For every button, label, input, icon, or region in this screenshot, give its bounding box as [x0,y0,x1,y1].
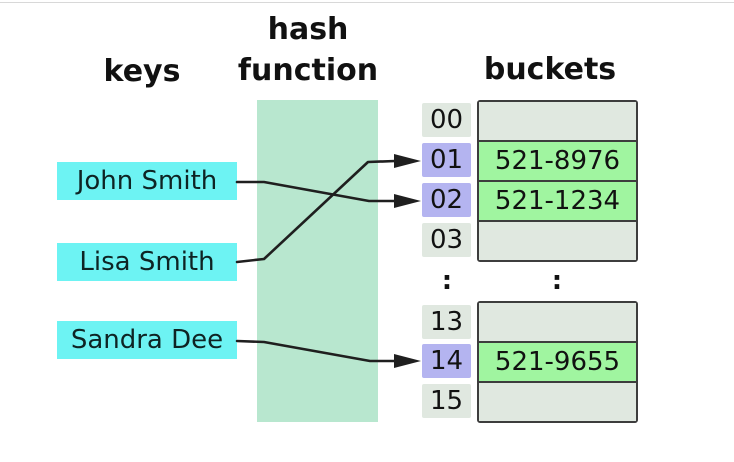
bucket-column-ellipsis: : [551,266,563,296]
index-label-14: 14 [422,344,471,378]
bucket-row-02: 521-1234 [479,180,636,220]
index-label-02: 02 [422,183,471,217]
hash-function-header-line1: hash [267,12,349,47]
key-box-sandra-dee: Sandra Dee [57,321,237,359]
index-label-01: 01 [422,143,471,177]
arrow-head-john-smith-to-02 [394,194,421,208]
index-column-ellipsis: : [441,266,453,296]
index-label-00: 00 [422,103,471,137]
index-label-13: 13 [422,305,471,339]
bucket-table-top: 521-8976 521-1234 [477,100,638,262]
index-label-15: 15 [422,384,471,418]
arrow-head-sandra-dee-to-14 [394,354,421,368]
arrow-head-lisa-smith-to-01 [394,154,421,168]
key-box-john-smith: John Smith [57,162,237,200]
top-border-line [0,2,734,3]
index-label-03: 03 [422,223,471,257]
hash-function-box [257,100,378,422]
bucket-row-00 [479,102,636,140]
key-box-lisa-smith: Lisa Smith [57,243,237,281]
bucket-table-bottom: 521-9655 [477,301,638,423]
bucket-row-15 [479,381,636,421]
bucket-row-01: 521-8976 [479,140,636,180]
bucket-row-14: 521-9655 [479,341,636,381]
buckets-header: buckets [483,52,617,87]
hash-function-header-line2: function [237,53,379,88]
bucket-row-13 [479,303,636,341]
keys-header: keys [103,54,181,89]
bucket-row-03 [479,220,636,260]
